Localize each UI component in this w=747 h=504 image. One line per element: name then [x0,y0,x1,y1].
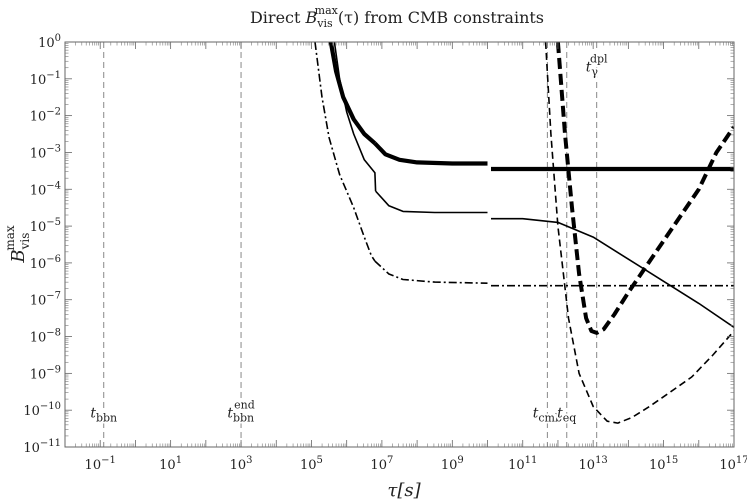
x-tick-label: 109 [441,455,464,473]
series-thick-dashed-3 [555,42,734,335]
title-pre: Direct [250,8,306,27]
x-tick-label: 1017 [719,455,747,473]
y-tick-label: 10−3 [30,143,61,161]
x-tick-label: 1013 [579,455,608,473]
vline-label-cmb: tcmb [533,406,562,425]
x-axis: 10−1 101 103 105 107 109 1011 1013 1015 1017 [64,42,747,473]
title-post: (τ) from CMB constraints [338,8,544,27]
y-axis-label: Bvismax [3,225,32,264]
x-tick-label: 105 [300,455,323,473]
y-tick-label: 10−5 [30,217,61,235]
vline-label-eq: teq [557,406,576,425]
series-thick-solid-1 [373,141,488,166]
y-tick-label: 10−7 [30,291,61,309]
y-tick-label: 10−6 [30,254,61,272]
x-tick-label: 103 [230,455,253,473]
y-tick-label: 10−1 [30,70,61,88]
y-tick-label: 10−11 [23,438,61,456]
x-axis-label: τ[s] [387,480,421,501]
chart-title: Direct Bvismax(τ) from CMB constraints [250,4,544,30]
x-tick-label: 10−1 [85,455,116,473]
series-thin-solid-5 [375,190,488,214]
title-main: B [305,8,318,27]
y-tick-label: 10−9 [30,364,61,382]
ylabel-main: B [8,249,29,263]
y-tick-label: 10−2 [30,107,61,125]
y-axis: 100 10−1 10−2 10−3 10−4 10−5 10−6 10−7 10−8 10−9 1… [23,33,734,456]
series-thin-dashed-7 [544,42,734,424]
y-tick-label: 100 [38,33,61,51]
x-tick-label: 1015 [649,455,678,473]
ylabel-sup: max [3,225,17,251]
title-sup: max [315,4,339,17]
y-tick-label: 10−10 [23,401,61,419]
vline-label-bbn: tbbn [90,406,117,425]
y-tick-label: 10−8 [30,328,61,346]
series-dashdot-9 [374,260,488,284]
x-tick-label: 101 [159,455,182,473]
ylabel-sub: vis [18,233,32,251]
series-dashdot-8 [314,42,376,262]
plot-frame [64,41,735,448]
vline-label-γ: tγdpl [586,52,608,78]
series-thin-solid-4 [333,42,377,192]
vline-label-bbn: tbbnend [227,399,254,425]
x-tick-label: 1011 [508,455,537,473]
title-sub: vis [316,17,333,30]
x-tick-label: 107 [370,455,393,473]
series-thin-solid-6 [491,217,734,328]
series-thick-solid-0 [328,42,377,145]
y-tick-label: 10−4 [30,180,61,198]
